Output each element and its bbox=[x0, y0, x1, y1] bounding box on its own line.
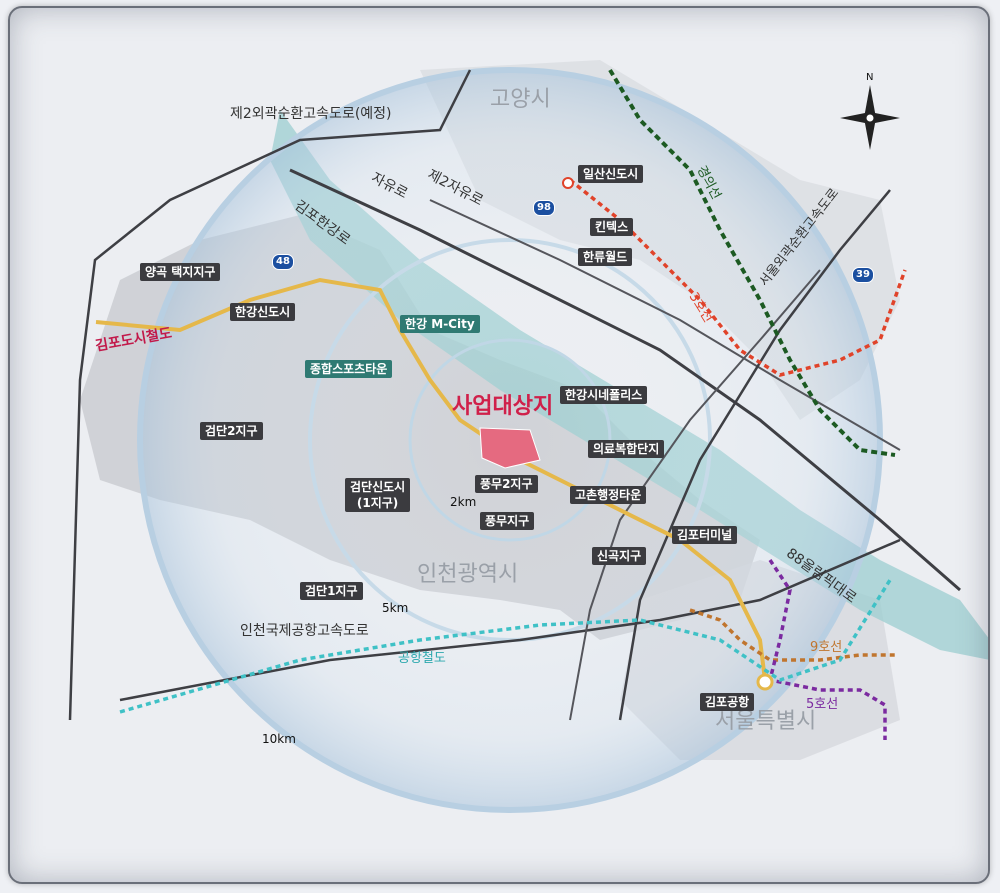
label-airport-expressway: 인천국제공항고속도로 bbox=[240, 623, 369, 639]
label-ring2: 제2외곽순환고속도로(예정) bbox=[230, 106, 392, 122]
place-singok: 신곡지구 bbox=[592, 547, 647, 565]
city-incheon: 인천광역시 bbox=[417, 562, 519, 587]
gimpo-rail-line bbox=[95, 277, 767, 681]
city-seoul: 서울특별시 bbox=[715, 709, 817, 734]
label-line5: 5호선 bbox=[806, 697, 839, 712]
city-goyang: 고양시 bbox=[490, 87, 551, 112]
compass-north-label: N bbox=[866, 72, 874, 83]
place-pungmu2: 풍무2지구 bbox=[475, 475, 538, 493]
site-area bbox=[479, 427, 541, 469]
gimpo-airport-station bbox=[756, 673, 774, 691]
place-kintex: 킨텍스 bbox=[590, 218, 634, 236]
place-hallyu: 한류월드 bbox=[578, 248, 633, 266]
compass-icon bbox=[840, 85, 900, 150]
place-gimpo-terminal: 김포터미널 bbox=[672, 526, 738, 544]
place-gimpo-airport: 김포공항 bbox=[700, 693, 755, 711]
route-98-badge: 98 bbox=[533, 200, 555, 216]
place-hangang-newtown: 한강신도시 bbox=[230, 303, 296, 321]
gyeongui-line bbox=[608, 68, 896, 457]
route-48-badge: 48 bbox=[272, 254, 294, 270]
jayuro2-road bbox=[429, 199, 901, 451]
place-gochon: 고촌행정타운 bbox=[570, 486, 647, 504]
connector-road bbox=[569, 269, 821, 721]
jayuro-road bbox=[289, 168, 961, 592]
radius-2km-label: 2km bbox=[450, 495, 477, 509]
airport-rail-line bbox=[119, 579, 892, 714]
place-yanggok: 양곡 택지지구 bbox=[140, 263, 221, 281]
place-geomdan2: 검단2지구 bbox=[200, 422, 263, 440]
place-hangang-mcity: 한강 M-City bbox=[400, 315, 480, 333]
line5 bbox=[767, 559, 887, 740]
airport-expressway bbox=[119, 538, 901, 702]
line9 bbox=[689, 608, 895, 662]
place-hangang-neopolis: 한강시네폴리스 bbox=[560, 386, 648, 404]
radius-10km-label: 10km bbox=[262, 732, 296, 746]
radius-5km-label: 5km bbox=[382, 601, 409, 615]
place-pungmu: 풍무지구 bbox=[480, 512, 535, 530]
label-line9: 9호선 bbox=[810, 640, 843, 655]
ring2-expressway bbox=[68, 69, 472, 721]
place-sports-town: 종합스포츠타운 bbox=[305, 360, 393, 378]
route-39-badge: 39 bbox=[852, 267, 874, 283]
line3 bbox=[568, 178, 907, 377]
site-title: 사업대상지 bbox=[452, 394, 554, 419]
place-geomdan-newtown: 검단신도시 (1지구) bbox=[345, 478, 411, 512]
place-medical-complex: 의료복합단지 bbox=[588, 440, 665, 458]
ilsan-station bbox=[562, 177, 574, 189]
label-airport-rail: 공항철도 bbox=[398, 651, 446, 666]
place-ilsan: 일산신도시 bbox=[578, 165, 644, 183]
place-geomdan1: 검단1지구 bbox=[300, 582, 363, 600]
